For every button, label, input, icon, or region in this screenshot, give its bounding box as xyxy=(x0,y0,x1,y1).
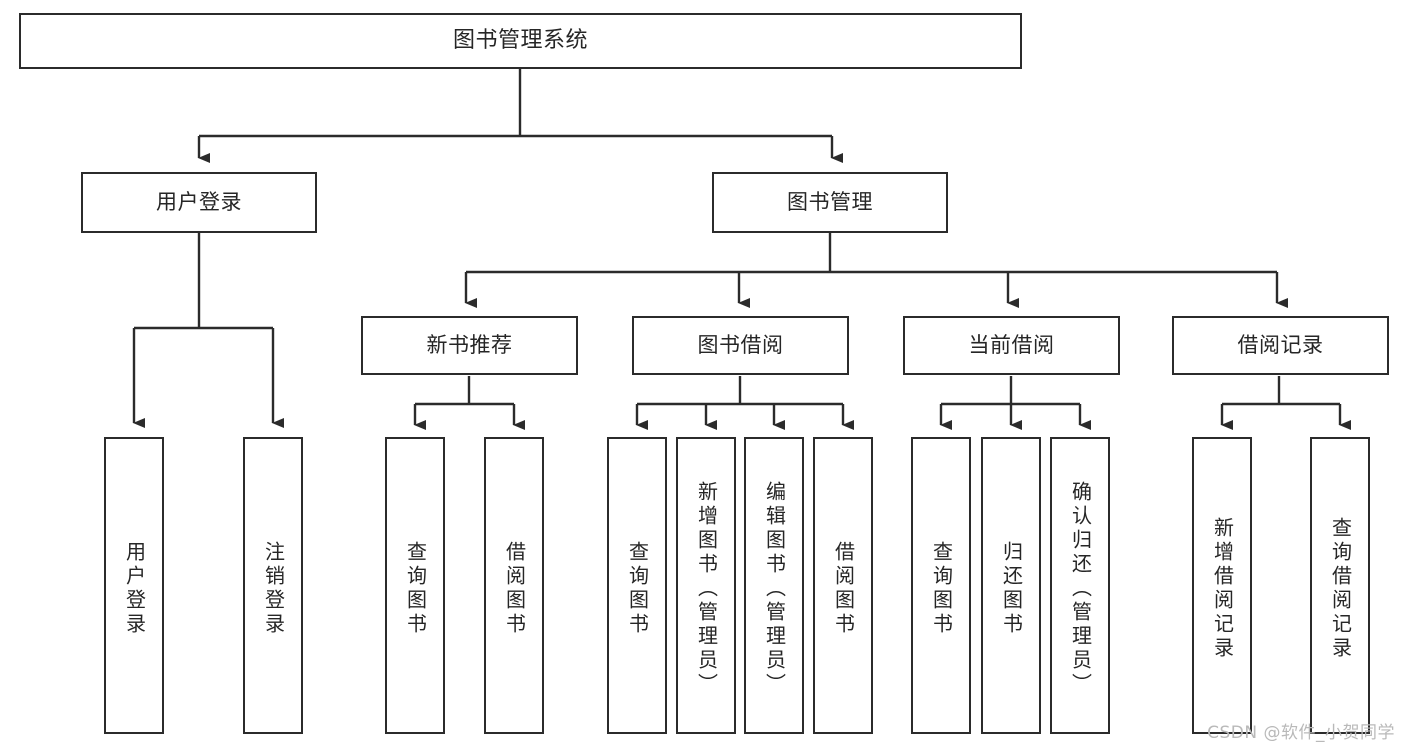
node-label: 图书借阅 xyxy=(697,333,784,358)
node-label: 新书推荐 xyxy=(426,333,513,358)
node-label: 图书管理 xyxy=(787,190,873,215)
leaf-add-book-admin[interactable]: 新增图书（管理员） xyxy=(676,437,736,734)
leaf-query-borrow-record[interactable]: 查询借阅记录 xyxy=(1310,437,1370,734)
leaf-user-login[interactable]: 用户登录 xyxy=(104,437,164,734)
leaf-borrow-book-recommend[interactable]: 借阅图书 xyxy=(484,437,544,734)
leaf-edit-book-admin[interactable]: 编辑图书（管理员） xyxy=(744,437,804,734)
leaf-borrow-book[interactable]: 借阅图书 xyxy=(813,437,873,734)
watermark: CSDN @软件_小贺同学 xyxy=(1207,723,1395,743)
leaf-return-book[interactable]: 归还图书 xyxy=(981,437,1041,734)
leaf-add-borrow-record[interactable]: 新增借阅记录 xyxy=(1192,437,1252,734)
leaf-query-book-current[interactable]: 查询图书 xyxy=(911,437,971,734)
leaf-logout[interactable]: 注销登录 xyxy=(243,437,303,734)
node-label: 借阅图书 xyxy=(831,540,856,637)
node-label: 确认归还（管理员） xyxy=(1068,480,1093,697)
leaf-confirm-return-admin[interactable]: 确认归还（管理员） xyxy=(1050,437,1110,734)
node-label: 图书管理系统 xyxy=(452,28,588,54)
node-user-login[interactable]: 用户登录 xyxy=(81,172,317,233)
node-label: 新增借阅记录 xyxy=(1210,516,1235,661)
node-label: 当前借阅 xyxy=(968,333,1055,358)
node-label: 查询借阅记录 xyxy=(1328,516,1353,661)
leaf-query-book-recommend[interactable]: 查询图书 xyxy=(385,437,445,734)
node-label: 新增图书（管理员） xyxy=(694,480,719,697)
node-label: 借阅记录 xyxy=(1237,333,1324,358)
node-label: 查询图书 xyxy=(403,540,428,637)
node-label: 用户登录 xyxy=(122,540,147,637)
node-label: 查询图书 xyxy=(929,540,954,637)
node-system-root[interactable]: 图书管理系统 xyxy=(19,13,1022,69)
node-borrow-record[interactable]: 借阅记录 xyxy=(1172,316,1389,375)
node-label: 注销登录 xyxy=(261,540,286,637)
node-book-management[interactable]: 图书管理 xyxy=(712,172,948,233)
node-new-book-recommend[interactable]: 新书推荐 xyxy=(361,316,578,375)
node-label: 归还图书 xyxy=(999,540,1024,637)
node-label: 查询图书 xyxy=(625,540,650,637)
node-label: 用户登录 xyxy=(156,190,242,215)
node-label: 借阅图书 xyxy=(502,540,527,637)
leaf-query-book-borrow[interactable]: 查询图书 xyxy=(607,437,667,734)
node-label: 编辑图书（管理员） xyxy=(762,480,787,697)
node-book-borrow[interactable]: 图书借阅 xyxy=(632,316,849,375)
node-current-borrow[interactable]: 当前借阅 xyxy=(903,316,1120,375)
